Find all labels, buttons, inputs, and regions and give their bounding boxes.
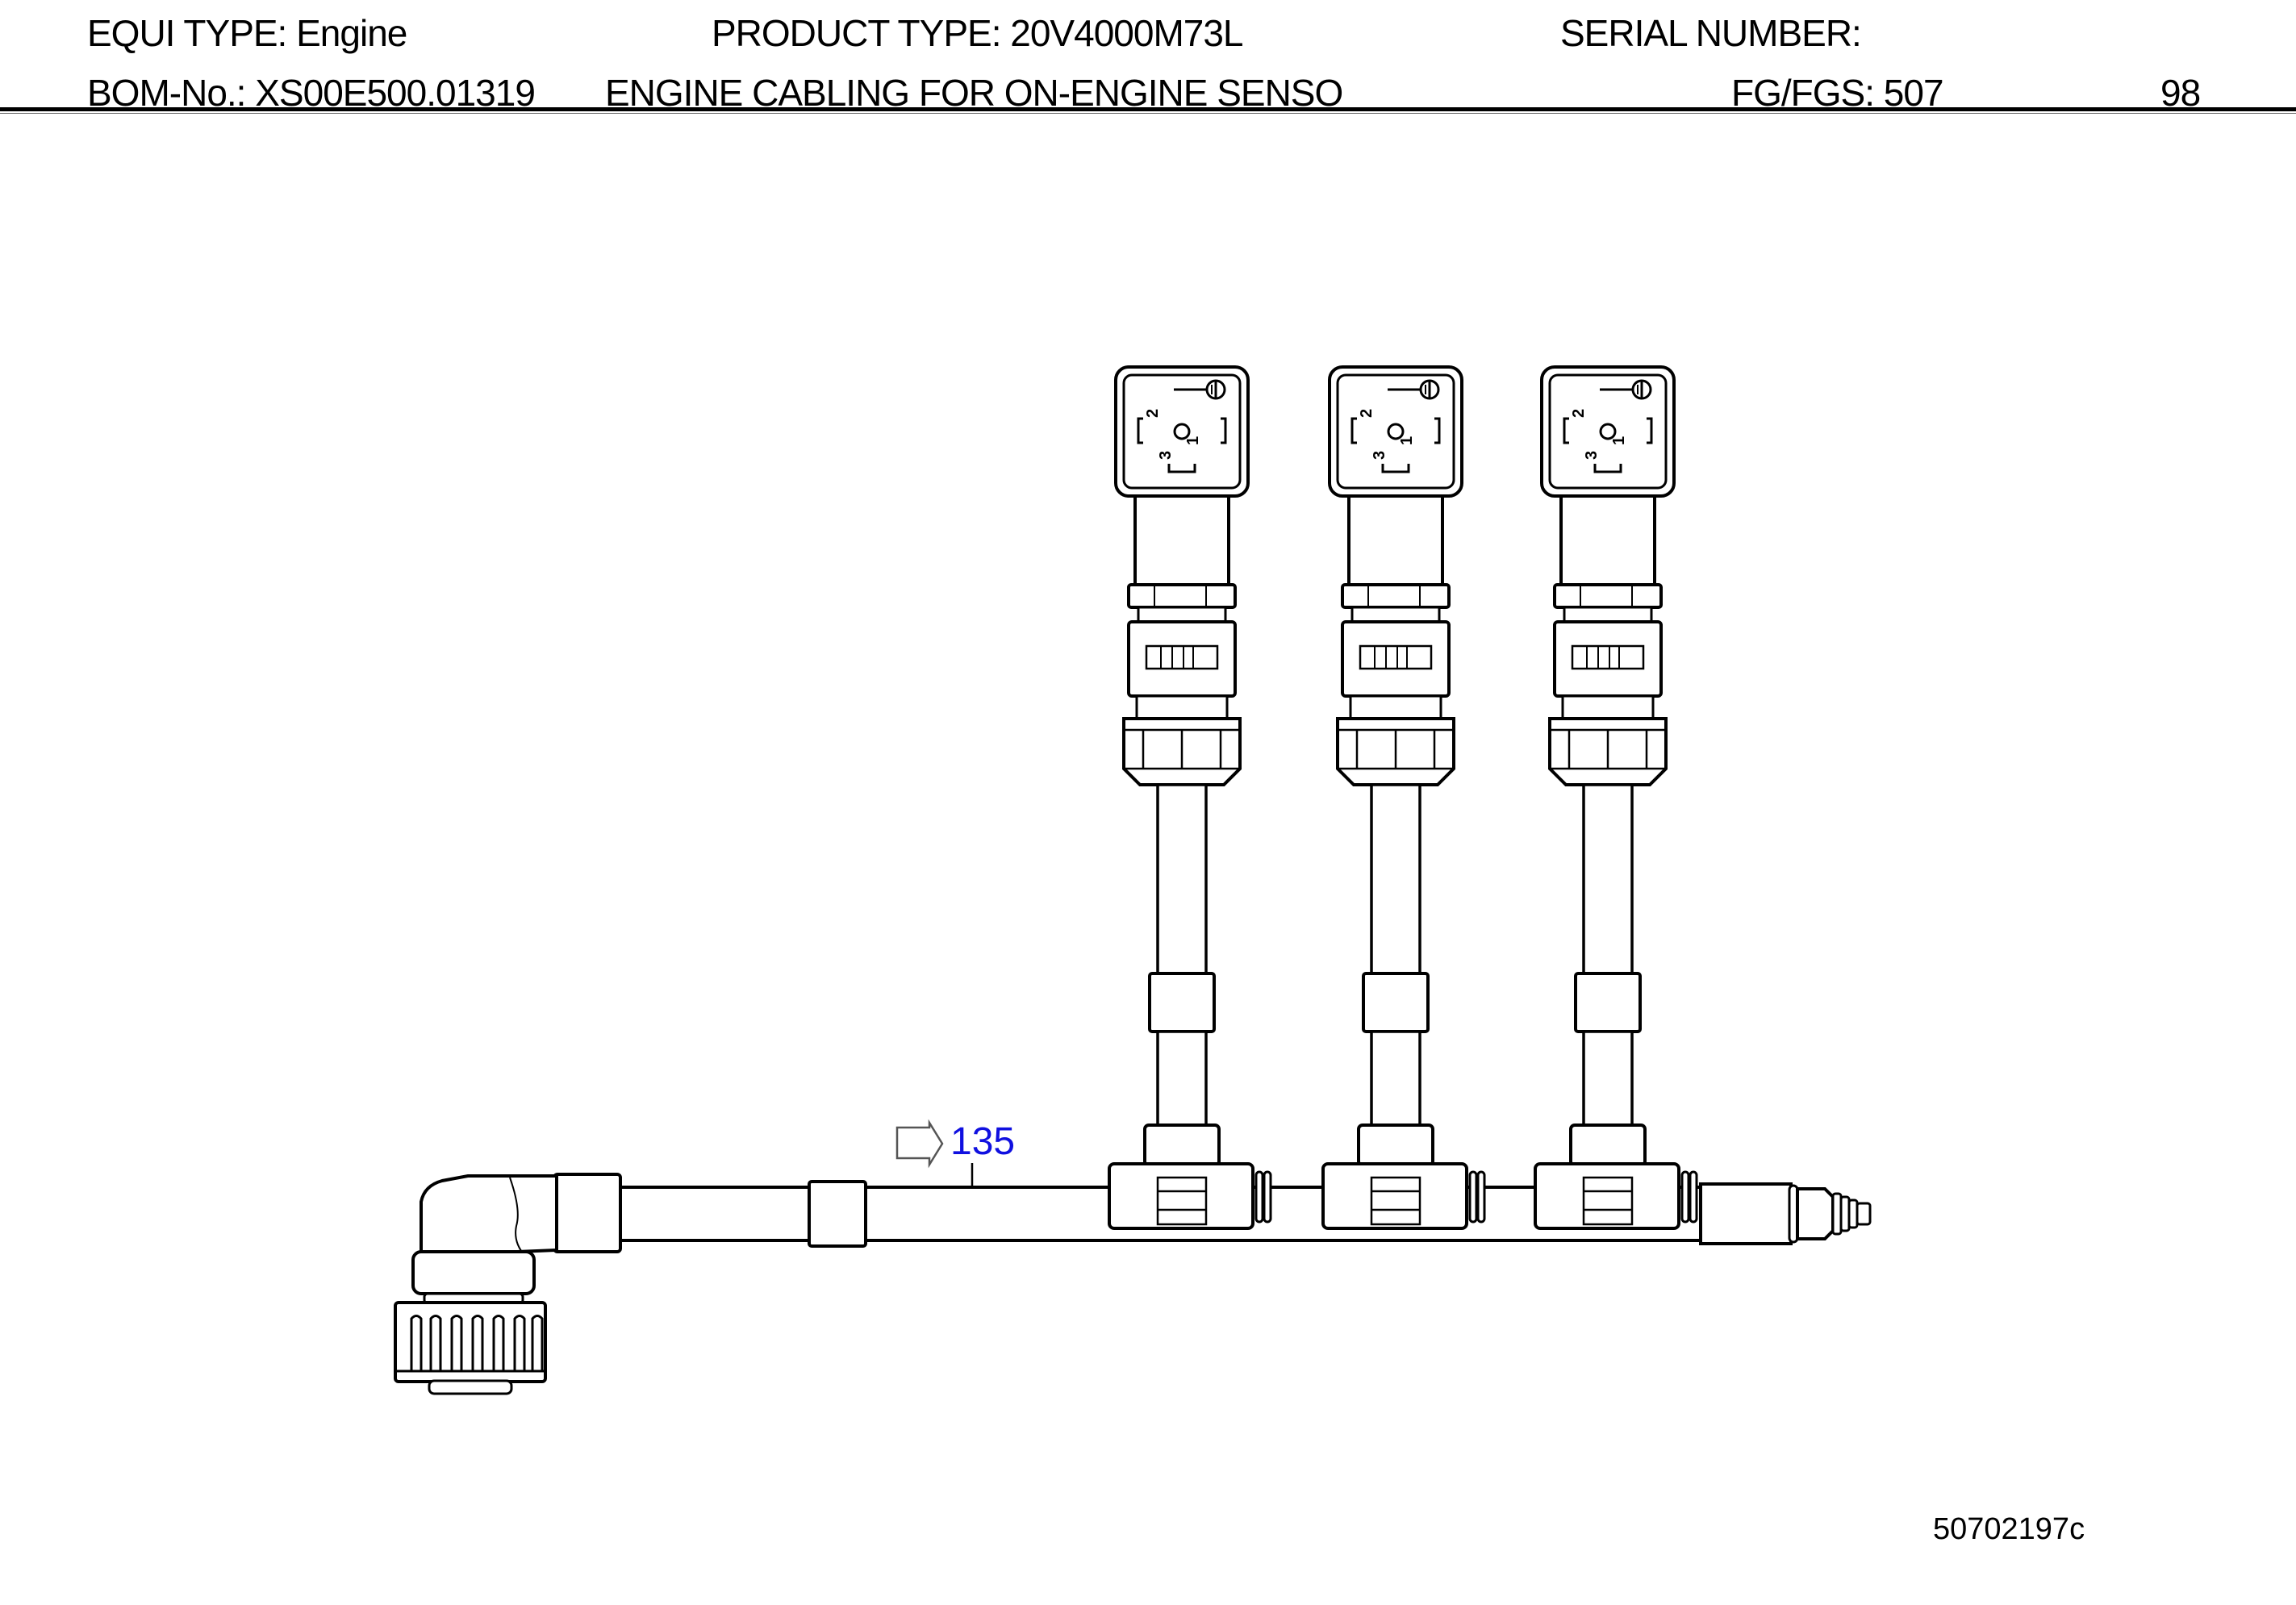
header-divider [0,107,2296,111]
svg-text:1: 1 [1398,436,1416,445]
serial-number-label: SERIAL NUMBER: [1560,12,1862,54]
svg-text:2: 2 [1358,409,1376,418]
product-type-value: 20V4000M73L [1010,12,1243,54]
cable-end-cap [1699,1182,1872,1245]
fg-field: FG/FGS: 507 [1731,72,1944,114]
equi-type-label: EQUI TYPE: [87,12,287,54]
cable-sleeve [808,1180,867,1248]
svg-text:2: 2 [1144,409,1162,418]
svg-text:3: 3 [1157,451,1175,460]
bom-value: XS00E500.01319 [255,72,536,114]
equi-type-field: EQUI TYPE: Engine [87,15,407,52]
callout-135[interactable]: 135 [950,1120,1016,1163]
callout-135-marker [895,1119,974,1187]
drawing-number: 50702197c [1933,1512,2085,1546]
page-number: 98 [2160,72,2201,114]
svg-text:3: 3 [1371,451,1388,460]
header-divider-thin [0,113,2296,114]
sensor-connector-3 [1534,365,1698,1230]
equi-type-value: Engine [296,12,407,54]
svg-text:3: 3 [1583,451,1601,460]
serial-number-field: SERIAL NUMBER: [1560,12,1862,54]
svg-text:1: 1 [1184,436,1202,445]
fg-value: 507 [1883,72,1944,114]
sensor-connector-2 [1321,365,1486,1230]
svg-text:1: 1 [1610,436,1628,445]
bom-description: ENGINE CABLING FOR ON-ENGINE SENSO [605,72,1343,114]
svg-text:2: 2 [1570,409,1588,418]
angled-connector [394,1173,622,1395]
sensor-connector-1 [1108,365,1272,1230]
fg-label: FG/FGS: [1731,72,1875,114]
bom-field: BOM-No.: XS00E500.01319 [87,72,536,114]
product-type-field: PRODUCT TYPE: 20V4000M73L [712,12,1244,54]
bom-label: BOM-No.: [87,72,246,114]
product-type-label: PRODUCT TYPE: [712,12,1001,54]
